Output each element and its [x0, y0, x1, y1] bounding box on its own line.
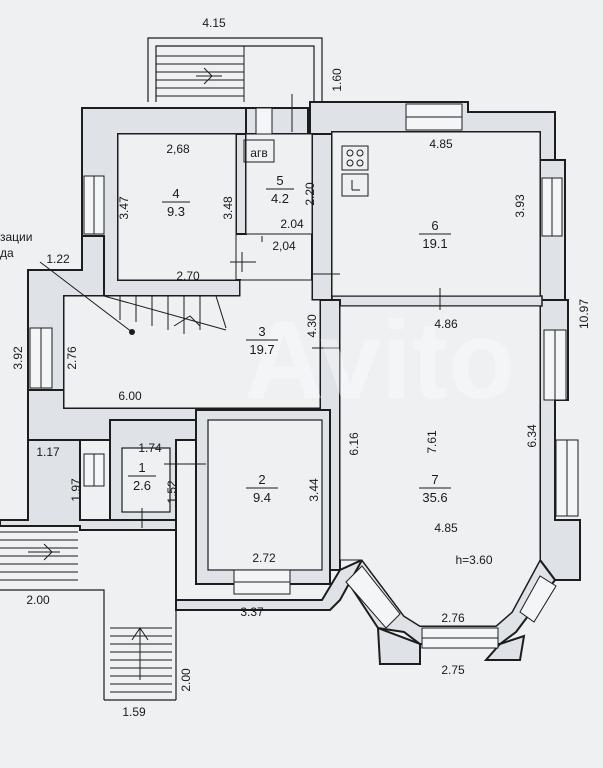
- room6-floor: [331, 131, 541, 297]
- entry-stairs: [0, 531, 177, 701]
- dimension-labels: 4.15 1.60 2,68 3.47 3.48 2.70 2.20 2.04 …: [11, 16, 591, 719]
- dim-r7-left: 6.16: [347, 432, 361, 456]
- dim-r5-bottom1: 2.04: [280, 217, 304, 231]
- svg-text:4.2: 4.2: [271, 191, 289, 206]
- svg-text:1: 1: [138, 460, 145, 475]
- callout-text-1: зации: [0, 230, 32, 244]
- room-floors: [63, 131, 541, 627]
- dim-r1-left-outer: 1.17: [36, 445, 60, 459]
- dim-entry-width: 2.00: [26, 593, 50, 607]
- porch-inner: [155, 45, 315, 102]
- dim-r1-top: 1.74: [138, 441, 162, 455]
- dim-left-stub: 1.22: [46, 252, 70, 266]
- svg-text:35.6: 35.6: [422, 490, 447, 505]
- dim-r7-mid: 7.61: [425, 430, 439, 454]
- room4-floor: [117, 133, 237, 281]
- callout-dot: [129, 329, 135, 335]
- room2-floor: [207, 419, 323, 571]
- dim-right-total: 10.97: [577, 299, 591, 329]
- room7-floor: [339, 305, 541, 627]
- svg-text:4: 4: [172, 186, 179, 201]
- room-2-label: 2 9.4: [246, 472, 278, 505]
- agv-box: [243, 139, 275, 163]
- wall-bay-right-corner: [483, 634, 526, 661]
- room-5-label: 5 4.2: [266, 173, 294, 206]
- dim-r7-width: 4.85: [434, 521, 458, 535]
- wall-bay-left-corner: [376, 626, 421, 665]
- dim-stair-width: 1.59: [122, 705, 146, 719]
- stairs: [0, 46, 245, 701]
- sink-icon: [341, 173, 369, 197]
- dim-stair-height: 2.00: [179, 668, 193, 692]
- svg-text:9.4: 9.4: [253, 490, 271, 505]
- svg-text:19.7: 19.7: [249, 342, 274, 357]
- dim-bay-outer: 2.75: [441, 663, 465, 677]
- dim-r1-right: 1.52: [165, 480, 179, 504]
- svg-text:9.3: 9.3: [167, 204, 185, 219]
- wall-hall-entry: [0, 439, 365, 611]
- room-7-label: 7 35.6: [419, 472, 451, 505]
- room3-floor: [63, 279, 321, 409]
- dim-r2-outer: 3.37: [240, 605, 264, 619]
- agv-label: агв: [250, 146, 267, 160]
- dim-r3-left-outer: 3.92: [11, 346, 25, 370]
- dim-porch-depth: 1.60: [330, 68, 344, 92]
- dim-r7-top: 4.86: [434, 317, 458, 331]
- porch-stairs: [156, 46, 245, 102]
- dim-ceiling: h=3.60: [455, 553, 492, 567]
- dim-r4-bottom: 2.70: [176, 269, 200, 283]
- window-room5: [255, 107, 273, 135]
- dim-r1-left: 1.97: [69, 478, 83, 502]
- dim-r6-right: 3.93: [513, 194, 527, 218]
- watermark: Avito: [245, 299, 516, 422]
- room5-floor: [245, 133, 313, 235]
- svg-text:5: 5: [276, 173, 283, 188]
- callout-text-2: да: [0, 246, 14, 260]
- dim-r7-right: 6.34: [525, 424, 539, 448]
- door-marks: [141, 94, 441, 528]
- window-bay-left: [345, 565, 401, 629]
- dim-top-width: 4.15: [202, 16, 226, 30]
- room-3-label: 3 19.7: [246, 324, 278, 357]
- dim-r6-top: 4.85: [429, 137, 453, 151]
- svg-text:2: 2: [258, 472, 265, 487]
- dim-r5-top: 2.20: [303, 182, 317, 206]
- wall-room5-right: [311, 133, 333, 301]
- room-6-label: 6 19.1: [419, 218, 451, 251]
- room-1-label: 1 2.6: [128, 460, 156, 493]
- svg-text:2.6: 2.6: [133, 478, 151, 493]
- callout-line: [39, 261, 133, 333]
- dim-r2-right: 3.44: [307, 478, 321, 502]
- room-4-label: 4 9.3: [162, 186, 190, 219]
- svg-text:7: 7: [431, 472, 438, 487]
- svg-text:6: 6: [431, 218, 438, 233]
- dim-r4-right: 3.48: [221, 196, 235, 220]
- dim-r4-width: 2,68: [166, 142, 190, 156]
- room-labels: 4 9.3 5 4.2 6 19.1 3 19.7 7 35.6 1 2.6: [128, 173, 451, 505]
- dim-r5-bottom2: 2,04: [272, 239, 296, 253]
- svg-text:3: 3: [258, 324, 265, 339]
- dim-r3-bottom: 6.00: [118, 389, 142, 403]
- porch-outline: [147, 37, 323, 102]
- kitchen-appliances: [341, 145, 369, 197]
- windows: [29, 103, 579, 649]
- window-bay-right: [519, 575, 557, 623]
- dim-r4-left: 3.47: [117, 196, 131, 220]
- dim-door-43: 4.30: [305, 314, 319, 338]
- stove-icon: [341, 145, 369, 171]
- dim-r3-left-inner: 2.76: [65, 346, 79, 370]
- dim-bay-inner: 2.76: [441, 611, 465, 625]
- room1-floor: [121, 447, 171, 513]
- hall-stairs: [103, 295, 227, 334]
- dim-r2-bottom: 2.72: [252, 551, 276, 565]
- wall-room5-top: [245, 107, 309, 135]
- svg-text:19.1: 19.1: [422, 236, 447, 251]
